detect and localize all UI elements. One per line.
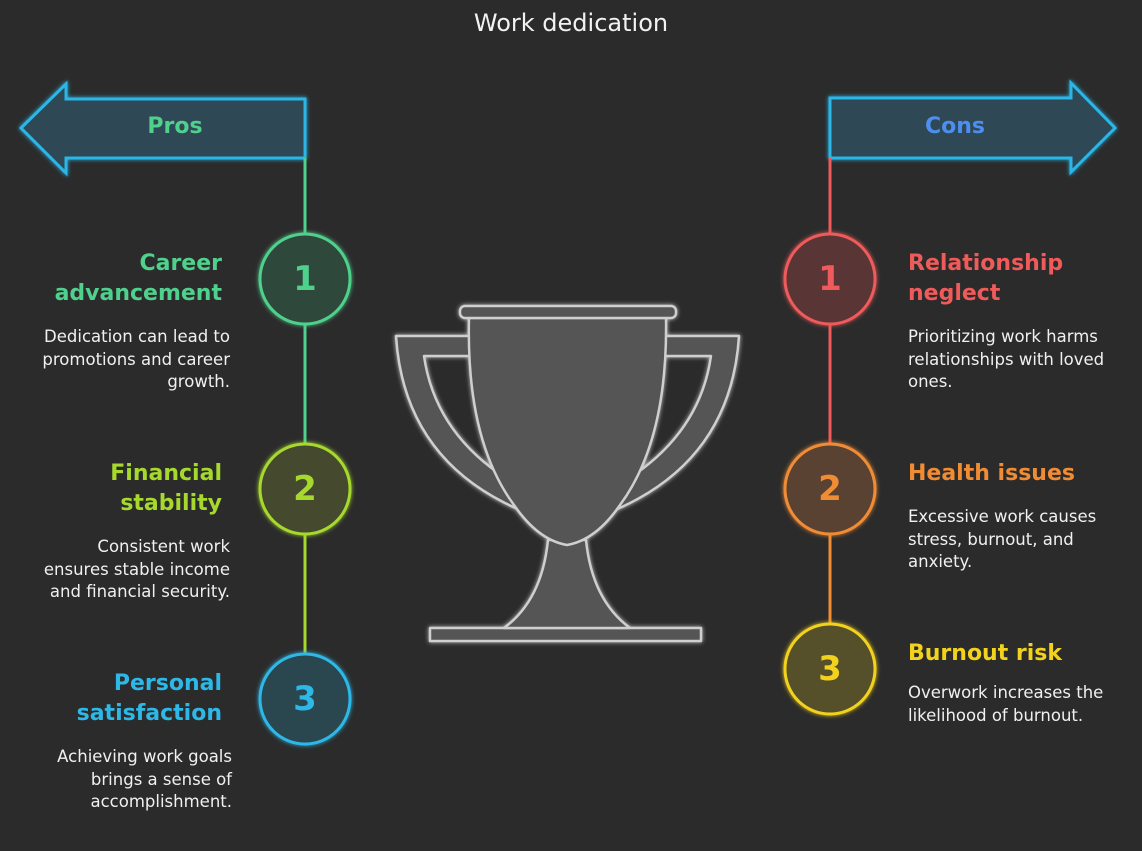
pro-2-number: 2 xyxy=(293,469,317,509)
con-3-title: Burnout risk xyxy=(908,641,1063,666)
pros-label: Pros xyxy=(147,114,203,139)
pro-2-title: Financial stability xyxy=(110,461,222,516)
pro-3-title: Personal satisfaction xyxy=(76,671,222,726)
pro-1-number: 1 xyxy=(293,259,317,299)
pro-3-circle xyxy=(258,652,352,746)
con-2-number: 2 xyxy=(818,469,842,509)
con-1-title: Relationship neglect xyxy=(908,251,1064,306)
pro-3-description: Achieving work goals brings a sense of a… xyxy=(57,747,232,811)
pros-arrow xyxy=(18,80,307,177)
trophy-icon xyxy=(394,304,741,643)
con-2-circle xyxy=(783,442,877,536)
pro-1-description: Dedication can lead to promotions and ca… xyxy=(42,327,230,391)
con-1-description: Prioritizing work harms relationships wi… xyxy=(908,327,1105,391)
con-3-number: 3 xyxy=(818,649,842,689)
con-2-title: Health issues xyxy=(908,461,1075,486)
cons-label: Cons xyxy=(924,114,986,139)
diagram-title: Work dedication xyxy=(473,9,669,37)
pro-1-title: Career advancement xyxy=(54,251,222,306)
pro-3-number: 3 xyxy=(293,679,317,719)
con-3-description: Overwork increases the likelihood of bur… xyxy=(908,683,1104,725)
pro-2-circle xyxy=(258,442,352,536)
con-2-description: Excessive work causes stress, burnout, a… xyxy=(908,507,1097,571)
pro-2-description: Consistent work ensures stable income an… xyxy=(43,537,230,601)
con-1-number: 1 xyxy=(818,259,842,299)
cons-arrow xyxy=(828,79,1118,176)
con-1-circle xyxy=(783,232,877,326)
con-3-circle xyxy=(783,622,877,716)
pro-1-circle xyxy=(258,232,352,326)
